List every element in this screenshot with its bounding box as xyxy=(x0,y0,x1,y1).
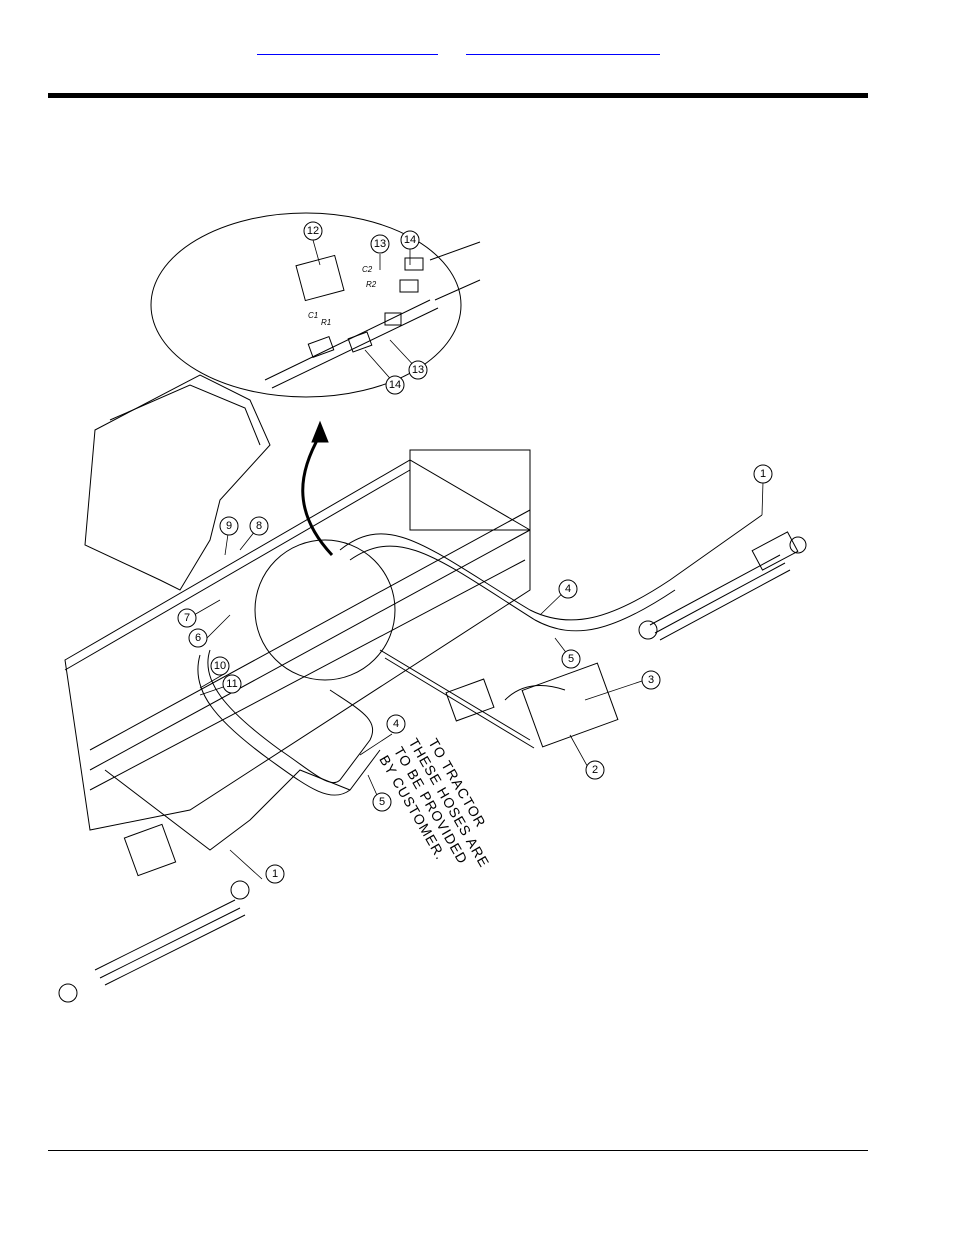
left-cylinder xyxy=(58,880,250,1003)
callout-12-label: 12 xyxy=(307,225,319,237)
callout-13b xyxy=(408,360,428,380)
callout-13a-label: 13 xyxy=(374,238,386,250)
header-link-2[interactable] xyxy=(466,40,660,55)
callout-8-label: 8 xyxy=(256,520,262,532)
hose-5-lower xyxy=(197,654,381,796)
callout-14a xyxy=(400,230,420,250)
callout-5b-label: 5 xyxy=(379,796,385,808)
callout-1a-label: 1 xyxy=(760,468,766,480)
callout-3-label: 3 xyxy=(648,674,654,686)
callout-2-label: 2 xyxy=(592,764,598,776)
callout-3 xyxy=(641,670,661,690)
detail-hoses xyxy=(264,241,481,389)
callout-5a xyxy=(561,649,581,669)
callout-4a xyxy=(558,579,578,599)
callout-11 xyxy=(222,674,242,694)
callout-9 xyxy=(219,516,239,536)
callout-6 xyxy=(188,628,208,648)
hose-4-upper xyxy=(339,514,763,621)
header-rule xyxy=(48,93,868,98)
callout-7-label: 7 xyxy=(184,612,190,624)
valve-zoom-circle xyxy=(254,539,396,681)
callout-5a-label: 5 xyxy=(568,653,574,665)
callout-13a xyxy=(370,234,390,254)
callout-4b xyxy=(386,714,406,734)
right-cylinder xyxy=(638,531,807,641)
callout-1a xyxy=(753,464,773,484)
callout-12 xyxy=(303,221,323,241)
callout-10 xyxy=(210,656,230,676)
callout-4a-label: 4 xyxy=(565,583,571,595)
hood-cover xyxy=(84,374,271,591)
hose-4-lower xyxy=(207,649,373,784)
port-label-c1: C1 xyxy=(308,311,318,320)
callout-13b-label: 13 xyxy=(412,364,424,376)
header-link-1[interactable] xyxy=(257,40,438,55)
customer-hose-note: TO TRACTOR THESE HOSES ARE TO BE PROVIDE… xyxy=(376,735,493,870)
callout-8 xyxy=(249,516,269,536)
callout-2 xyxy=(585,760,605,780)
callout-14a-label: 14 xyxy=(404,234,416,246)
port-label-r2: R2 xyxy=(366,280,377,289)
detail-zoom-ellipse xyxy=(150,212,462,398)
port-label-r1: R1 xyxy=(321,318,331,327)
callout-14b xyxy=(385,375,405,395)
callout-1b-label: 1 xyxy=(272,868,278,880)
callout-5b xyxy=(372,792,392,812)
footer-rule xyxy=(48,1150,868,1151)
callout-14b-label: 14 xyxy=(389,379,401,391)
callout-4b-label: 4 xyxy=(393,718,399,730)
callout-11-label: 11 xyxy=(226,678,237,690)
port-label-c2: C2 xyxy=(362,265,373,274)
callout-1b xyxy=(265,864,285,884)
hydraulic-parts-diagram: 1 1 2 3 4 4 5 5 6 7 8 9 10 11 12 13 13 1… xyxy=(58,212,807,1003)
callout-9-label: 9 xyxy=(226,520,232,532)
callout-10-label: 10 xyxy=(214,660,226,672)
callout-bubbles xyxy=(177,221,773,884)
callout-6-label: 6 xyxy=(195,632,201,644)
zoom-arrow xyxy=(301,434,334,557)
hose-5-upper xyxy=(349,545,676,632)
callout-7 xyxy=(177,608,197,628)
